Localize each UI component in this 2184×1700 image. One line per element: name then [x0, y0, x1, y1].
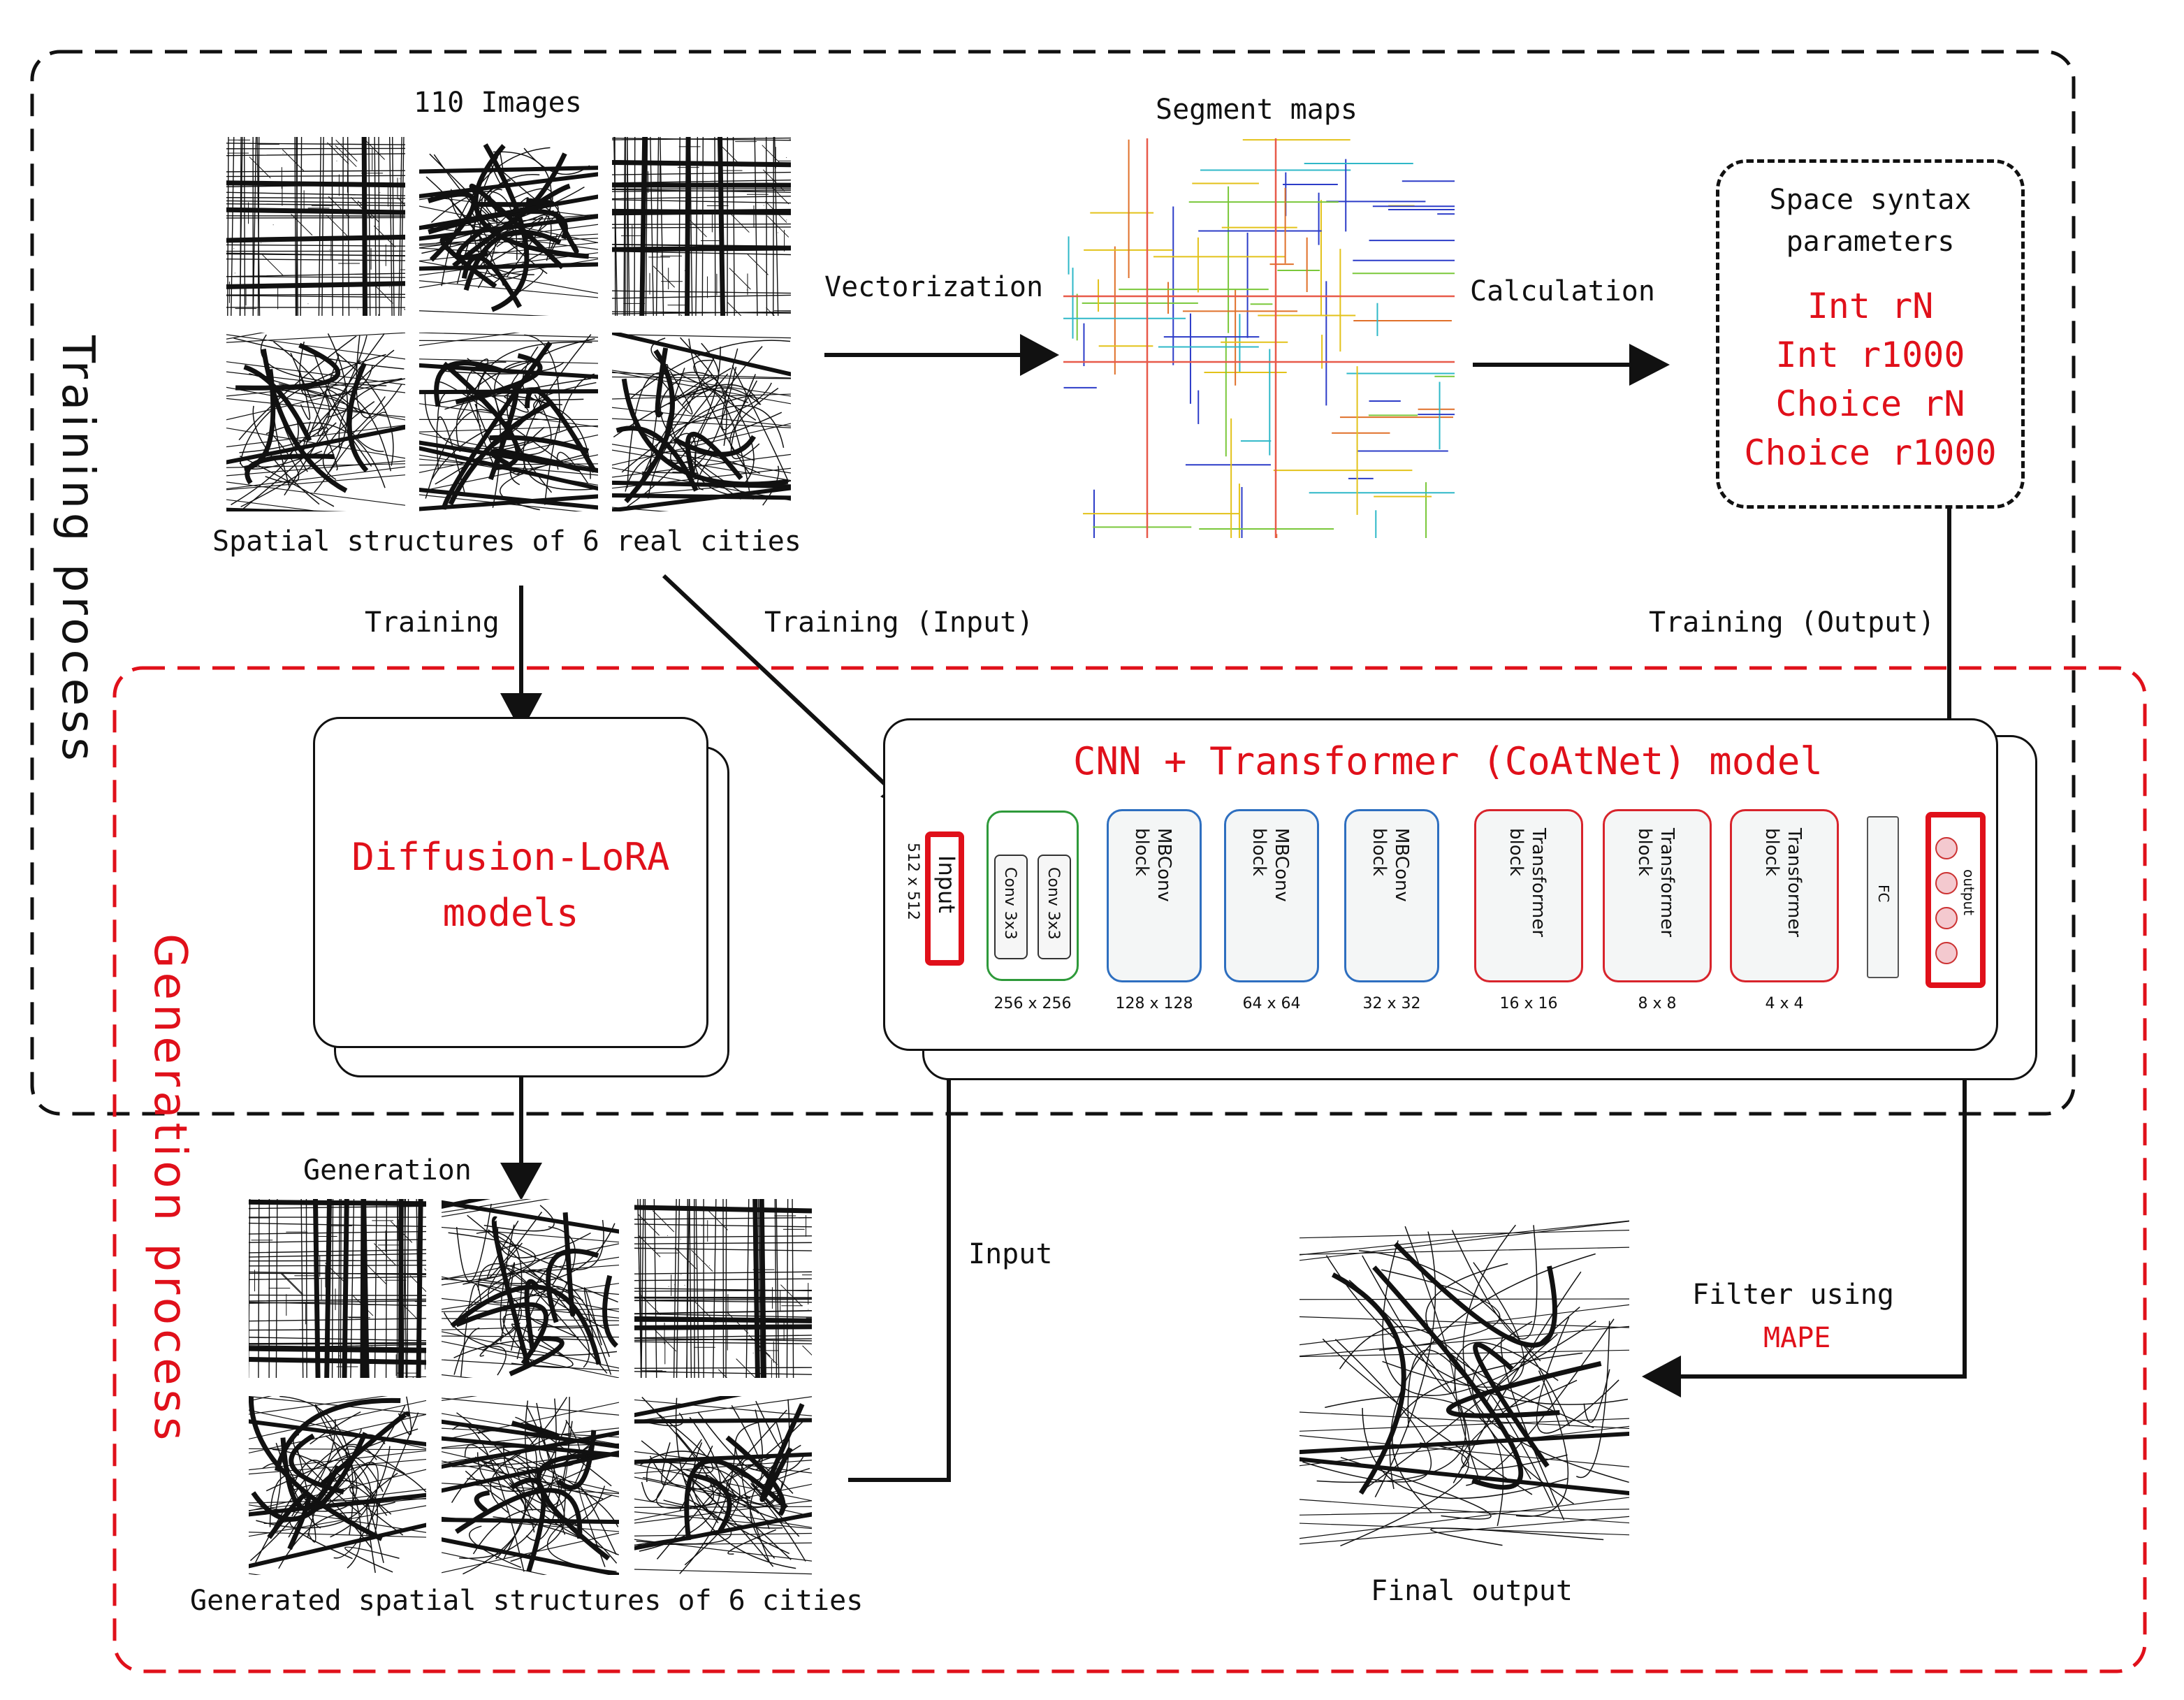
- space-syntax-box: Space syntax parameters Int rN Int r1000…: [1716, 159, 2025, 509]
- images-title: 110 Images: [414, 87, 582, 119]
- model-block-2-label-2: block: [1248, 828, 1269, 876]
- real-city-image-5: [419, 333, 598, 511]
- model-block-2-size: 64 x 64: [1242, 995, 1301, 1012]
- conv-stem-block: Conv 3x3 Conv 3x3: [987, 811, 1079, 981]
- images-caption: Spatial structures of 6 real cities: [212, 525, 801, 558]
- real-city-image-3: [612, 137, 791, 316]
- model-block-5-label-1: Transformer: [1657, 828, 1677, 938]
- segment-maps-title: Segment maps: [1156, 94, 1357, 126]
- model-block-1-size: 128 x 128: [1115, 995, 1193, 1012]
- mape-label: MAPE: [1763, 1322, 1831, 1354]
- model-output-block: output: [1925, 812, 1986, 988]
- training-input-label: Training (Input): [764, 606, 1034, 639]
- output-node-2: [1935, 872, 1958, 894]
- generated-city-image-4: [249, 1396, 426, 1575]
- model-block-3-label-2: block: [1369, 828, 1390, 876]
- generated-city-image-1: [249, 1199, 426, 1378]
- model-block-5-label-2: block: [1634, 828, 1655, 876]
- fc-block: FC: [1867, 816, 1899, 978]
- output-label: output: [1960, 869, 1977, 915]
- generated-city-image-3: [634, 1199, 812, 1378]
- diffusion-models-box: Diffusion-LoRA models: [313, 717, 708, 1048]
- conv-layer-2: Conv 3x3: [1038, 855, 1071, 959]
- diffusion-label-line1: Diffusion-LoRA: [351, 835, 670, 879]
- model-block-4-label-2: block: [1506, 828, 1527, 876]
- generation-frame: [112, 666, 2147, 1673]
- model-block-6-label-1: Transformer: [1784, 828, 1805, 938]
- generated-city-image-2: [442, 1199, 619, 1378]
- model-block-4-size: 16 x 16: [1499, 995, 1558, 1012]
- training-process-label: Training process: [52, 335, 103, 765]
- model-block-6-size: 4 x 4: [1765, 995, 1804, 1012]
- conv-layer-1-label: Conv 3x3: [1001, 867, 1019, 940]
- output-node-1: [1935, 837, 1958, 859]
- conv-layer-2-label: Conv 3x3: [1044, 867, 1062, 940]
- segment-map-image: [1063, 138, 1455, 538]
- calculation-label: Calculation: [1470, 275, 1655, 307]
- real-city-image-1: [226, 137, 405, 316]
- arrow-training-input: [662, 574, 906, 804]
- input-arrow-label: Input: [968, 1238, 1053, 1270]
- syntax-param-int-rn: Int rN: [1807, 286, 1934, 326]
- model-block-3-label-1: MBConv: [1391, 828, 1412, 902]
- training-arrow-label: Training: [365, 606, 500, 639]
- input-size-label: 512 x 512: [904, 843, 922, 920]
- output-node-3: [1935, 907, 1958, 929]
- model-block-5-size: 8 x 8: [1638, 995, 1677, 1012]
- model-block-4-label-1: Transformer: [1528, 828, 1549, 938]
- training-frame: [30, 50, 2076, 1116]
- output-node-4: [1935, 942, 1958, 964]
- real-city-image-6: [612, 333, 791, 511]
- syntax-param-int-r1000: Int r1000: [1775, 335, 1965, 375]
- conv-size-label: 256 x 256: [993, 995, 1072, 1012]
- vectorization-label: Vectorization: [824, 271, 1044, 303]
- model-block-6-label-2: block: [1761, 828, 1782, 876]
- model-title: CNN + Transformer (CoAtNet) model: [1073, 739, 1823, 783]
- real-city-image-2: [419, 137, 598, 316]
- generation-label: Generation: [303, 1154, 472, 1186]
- model-block-2-label-1: MBConv: [1271, 828, 1292, 902]
- training-output-label: Training (Output): [1649, 606, 1935, 639]
- syntax-title-line2: parameters: [1786, 226, 1955, 258]
- generated-caption: Generated spatial structures of 6 cities: [190, 1585, 864, 1617]
- model-block-3-size: 32 x 32: [1362, 995, 1421, 1012]
- final-output-label: Final output: [1371, 1575, 1573, 1607]
- model-block-1-label-1: MBConv: [1153, 828, 1174, 902]
- final-output-image: [1300, 1220, 1629, 1550]
- fc-label: FC: [1875, 885, 1892, 903]
- conv-layer-1: Conv 3x3: [994, 855, 1028, 959]
- model-block-1-label-2: block: [1131, 828, 1152, 876]
- model-input-label: Input: [933, 855, 960, 913]
- generation-process-label: Generation process: [144, 933, 196, 1445]
- syntax-param-choice-r1000: Choice r1000: [1744, 433, 1997, 473]
- real-city-image-4: [226, 333, 405, 511]
- diffusion-label-line2: models: [442, 891, 579, 935]
- syntax-title-line1: Space syntax: [1769, 184, 1972, 216]
- arrow-input: [848, 1037, 951, 1482]
- arrow-filter: [1675, 1003, 1967, 1379]
- generated-city-image-6: [634, 1396, 812, 1575]
- generated-city-image-5: [442, 1396, 619, 1575]
- filter-label: Filter using: [1692, 1279, 1894, 1311]
- model-input-block: Input: [925, 831, 964, 966]
- syntax-param-choice-rn: Choice rN: [1775, 384, 1965, 424]
